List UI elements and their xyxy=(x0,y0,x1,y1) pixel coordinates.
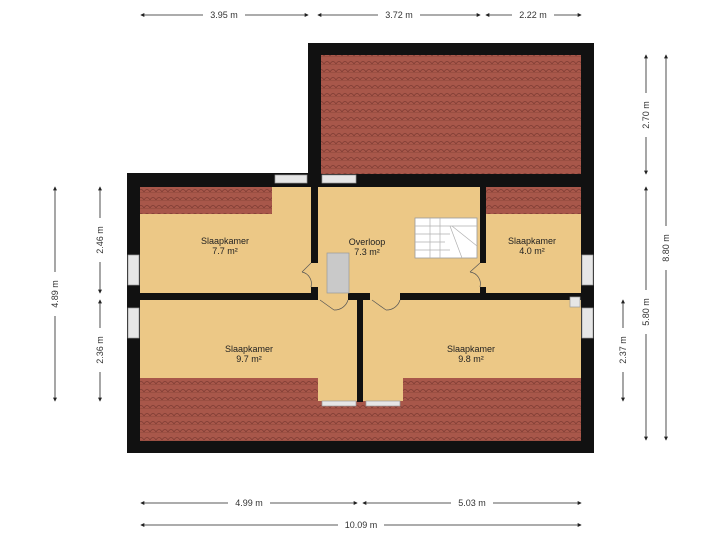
dimension-labels: 3.95 m 3.72 m 2.22 m 4.99 m 5.03 m 10.09… xyxy=(49,9,672,531)
floor-slaapkamer-tr xyxy=(486,214,581,293)
dim-right-1: 2.70 m xyxy=(641,101,651,129)
dim-bottom-2: 5.03 m xyxy=(458,498,486,508)
dim-right-total: 8.80 m xyxy=(661,234,671,262)
room-labels: Slaapkamer 7.7 m² Overloop 7.3 m² Slaapk… xyxy=(201,236,556,364)
roof-top-left xyxy=(140,187,272,214)
room-area-3: 4.0 m² xyxy=(519,246,545,256)
floor-slaapkamer-bl xyxy=(140,300,357,378)
floor-slaapkamer-br-ext xyxy=(363,378,403,401)
stairs-icon xyxy=(326,217,478,294)
room-name-4: Slaapkamer xyxy=(225,344,273,354)
room-name-5: Slaapkamer xyxy=(447,344,495,354)
room-name-2: Overloop xyxy=(349,237,386,247)
roof-top-right xyxy=(486,187,581,214)
room-area-4: 9.7 m² xyxy=(236,354,262,364)
dim-right-mid: 5.80 m xyxy=(641,298,651,326)
floor-slaapkamer-br xyxy=(363,300,581,378)
dim-total-width: 10.09 m xyxy=(345,520,378,530)
room-name-3: Slaapkamer xyxy=(508,236,556,246)
dim-bottom-1: 4.99 m xyxy=(235,498,263,508)
room-area-5: 9.8 m² xyxy=(458,354,484,364)
dim-left-2: 2.36 m xyxy=(95,336,105,364)
floor-slaapkamer-bl-ext xyxy=(318,378,357,401)
dim-top-1: 3.95 m xyxy=(210,10,238,20)
dim-left-1: 2.46 m xyxy=(95,226,105,254)
door-openings xyxy=(311,263,486,300)
dim-top-3: 2.22 m xyxy=(519,10,547,20)
floor-slaapkamer-tl xyxy=(140,214,311,293)
roof-upper xyxy=(321,55,581,174)
room-area-1: 7.7 m² xyxy=(212,246,238,256)
dim-right-2: 2.37 m xyxy=(618,336,628,364)
window-icon xyxy=(127,174,594,407)
room-area-2: 7.3 m² xyxy=(354,247,380,257)
room-name-1: Slaapkamer xyxy=(201,236,249,246)
dim-left-total: 4.89 m xyxy=(50,280,60,308)
door-swing-icon xyxy=(301,262,481,311)
floor-slaapkamer-tl-ext xyxy=(272,187,311,214)
dim-top-2: 3.72 m xyxy=(385,10,413,20)
